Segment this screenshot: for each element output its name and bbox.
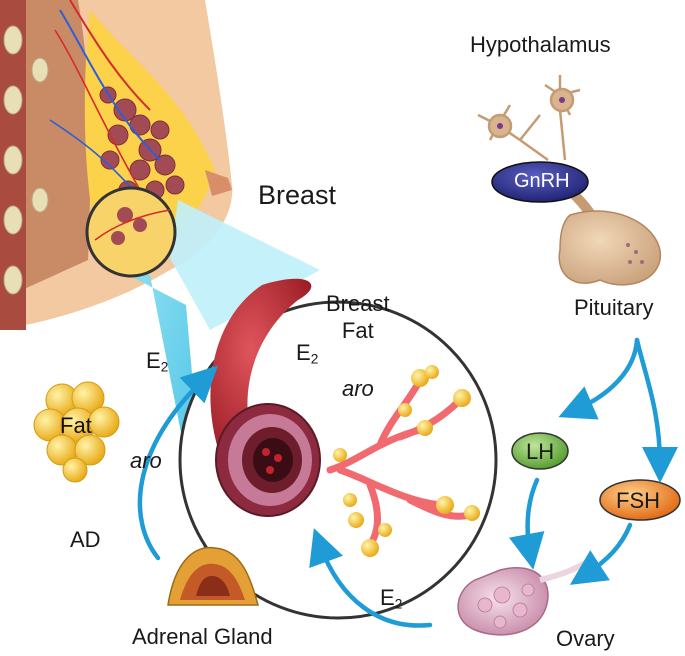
aro-label-outer: aro [130,448,162,473]
magnifier-circle [85,186,177,278]
fat-label: Fat [60,413,92,438]
arrow-pituitary-to-lh [558,337,640,420]
arrow-lh-to-ovary [509,477,545,570]
e2-sub: 2 [160,359,169,375]
blood-vessel [210,278,321,517]
fat-cluster [33,381,120,483]
lh-pill [511,432,569,470]
adrenal-gland-label: Adrenal Gland [132,624,273,649]
ovary [457,557,592,636]
e2-sub: 2 [310,351,319,367]
e2-base: E [380,585,395,610]
gnrh-pill [491,161,589,203]
zoom-cone [96,258,210,580]
e2-label-ovary: E2 [380,585,402,611]
ad-label: AD [70,527,101,552]
fsh-label: FSH [616,488,660,513]
hypothalamus-label: Hypothalamus [470,32,611,57]
pituitary-label: Pituitary [574,295,654,320]
breast-illustration [0,0,233,330]
ovary-label: Ovary [556,626,615,651]
breast-fat-label: Breast Fat [326,290,390,344]
pituitary-gland [558,210,661,286]
e2-label-vessel: E2 [296,340,318,366]
adrenal-gland [167,546,259,606]
breast-label: Breast [258,180,337,210]
lh-label: LH [526,439,555,464]
breast-fat-line2: Fat [341,318,374,343]
hypothalamus-neurons [477,75,581,162]
arrow-fsh-to-ovary [569,522,633,585]
fsh-pill [599,479,681,521]
e2-label-cone: E2 [146,348,168,374]
e2-sub: 2 [394,596,403,612]
gnrh-label: GnRH [514,170,570,192]
e2-base: E [146,348,161,373]
arrow-pituitary-to-fsh [634,337,678,483]
fat-droplets [333,365,480,557]
breast-fat-ducts [326,376,474,549]
arrow-ovary-to-breast [309,528,433,628]
breast-fat-line1: Breast [326,291,390,316]
zoom-cone-upper [170,200,320,330]
arrow-adrenal-to-breast [137,365,218,561]
aro-label-inner: aro [342,376,374,401]
e2-base: E [296,340,311,365]
